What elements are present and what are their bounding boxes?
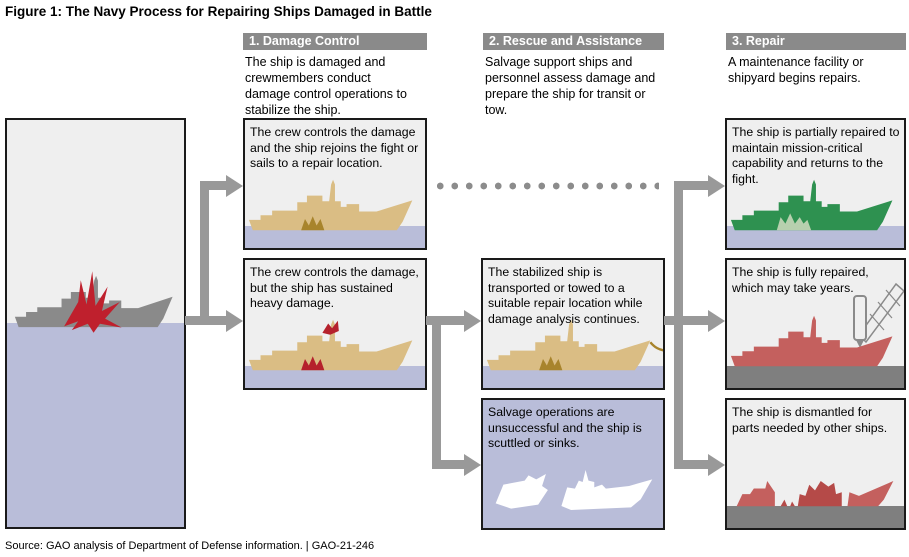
arrowhead-to-full-repair [708, 310, 725, 332]
arrow-repair-mid-segment [664, 316, 709, 325]
repair-dismantle-box: The ship is dismantled for parts needed … [725, 398, 906, 530]
arrow-repair-top-segment [674, 181, 709, 190]
arrowhead-to-partial-repair [708, 175, 725, 197]
dc-rejoin-fight-box: The crew controls the damage and the shi… [243, 118, 427, 250]
towed-ship-illustration [486, 319, 663, 371]
repair-partial-box: The ship is partially repaired to mainta… [725, 118, 906, 250]
sea-water [7, 323, 184, 527]
heavy-damage-ship-illustration [248, 319, 413, 371]
source-note: Source: GAO analysis of Department of De… [5, 540, 375, 552]
controlled-damage-ship-illustration [248, 179, 413, 231]
dotted-connector [433, 182, 659, 190]
repair-dismantle-text: The ship is dismantled for parts needed … [732, 405, 888, 435]
dc-heavy-damage-box: The crew controls the damage, but the sh… [243, 258, 427, 390]
arrowhead-to-scuttle [464, 454, 481, 476]
dock-strip [727, 366, 904, 388]
dock-strip [727, 506, 904, 528]
sinking-ship-illustration [495, 470, 653, 510]
arrowhead-to-dc-bottom [226, 310, 243, 332]
explosion-icon [64, 271, 122, 333]
fully-repaired-ship-illustration [730, 315, 893, 367]
column-header-damage-control: 1. Damage Control [243, 33, 427, 50]
column-description-rescue-assistance: Salvage support ships and personnel asse… [485, 55, 656, 117]
rescue-tow-text: The stabilized ship is transported or to… [488, 265, 643, 326]
arrow-battle-up-segment [200, 181, 209, 325]
repair-partial-text: The ship is partially repaired to mainta… [732, 125, 900, 186]
rescue-tow-box: The stabilized ship is transported or to… [481, 258, 665, 390]
water-strip [245, 366, 425, 388]
tow-cable [649, 341, 663, 352]
column-description-repair: A maintenance facility or shipyard begin… [728, 55, 864, 85]
arrow-battle-mid-segment [185, 316, 227, 325]
water-strip [245, 226, 425, 248]
rescue-scuttle-text: Salvage operations are unsuccessful and … [488, 405, 642, 450]
arrowhead-to-dc-top [226, 175, 243, 197]
arrow-repair-vertical-segment [674, 181, 683, 469]
repair-full-box: The ship is fully repaired, which may ta… [725, 258, 906, 390]
battle-scene-box [5, 118, 186, 529]
dc-rejoin-fight-text: The crew controls the damage and the shi… [250, 125, 419, 170]
column-description-damage-control: The ship is damaged and crewmembers cond… [245, 55, 407, 117]
partially-repaired-ship-illustration [730, 179, 893, 231]
arrow-dc-to-scuttle-segment [432, 460, 465, 469]
arrowhead-to-dismantle [708, 454, 725, 476]
arrow-dc-to-tow-segment [426, 316, 465, 325]
repair-full-text: The ship is fully repaired, which may ta… [732, 265, 869, 295]
arrowhead-to-tow [464, 310, 481, 332]
water-strip [727, 226, 904, 248]
arrow-repair-bottom-segment [674, 460, 709, 469]
water-strip [483, 366, 663, 388]
rescue-scuttle-box: Salvage operations are unsuccessful and … [481, 398, 665, 530]
arrow-battle-top-segment [200, 181, 227, 190]
crane-icon [853, 282, 904, 348]
arrow-dc-down-segment [432, 316, 441, 469]
column-header-rescue-assistance: 2. Rescue and Assistance [483, 33, 664, 50]
figure-title: Figure 1: The Navy Process for Repairing… [5, 4, 432, 19]
column-header-repair: 3. Repair [726, 33, 906, 50]
dc-heavy-damage-text: The crew controls the damage, but the sh… [250, 265, 419, 310]
dismantled-ship-illustration [736, 481, 894, 507]
